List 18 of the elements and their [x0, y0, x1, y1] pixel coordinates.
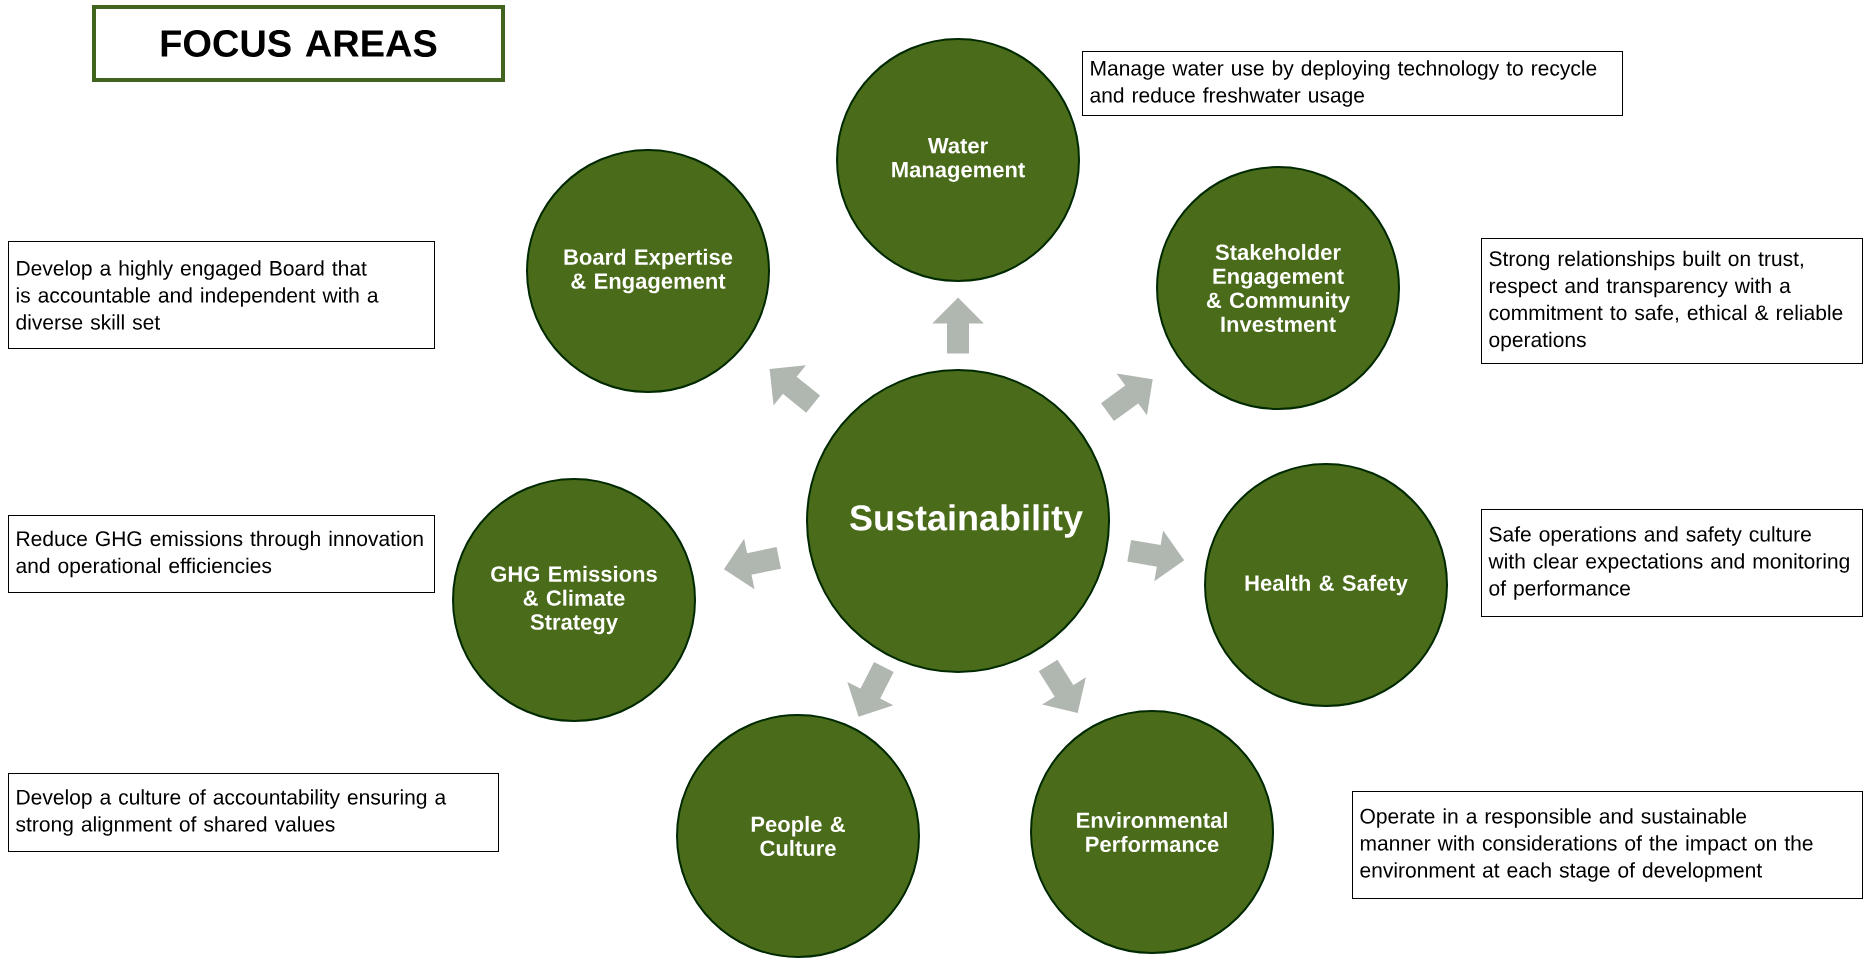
description-box: Strong relationships built on trust, respect and transparency with a commitment to safe, ethical & reliable operations [1481, 238, 1863, 364]
title-box: FOCUS AREAS [92, 5, 505, 82]
description-box: Develop a culture of accountability ensuring a strong alignment of shared values [8, 773, 499, 852]
circle-node: Environmental Performance [1030, 710, 1274, 954]
block-arrow [1038, 659, 1086, 713]
circle-node: Sustainability [806, 369, 1110, 673]
circle-node: Stakeholder Engagement & Community Investment [1156, 166, 1400, 410]
description-box: Manage water use by deploying technology to recycle and reduce freshwater usage [1082, 51, 1623, 116]
circle-node: Water Management [836, 38, 1080, 282]
description-box: Reduce GHG emissions through innovation and operational efficiencies [8, 515, 435, 593]
block-arrow [1101, 373, 1153, 422]
circle-node: GHG Emissions & Climate Strategy [452, 478, 696, 722]
description-box: Safe operations and safety culture with clear expectations and monitoring of performance [1481, 509, 1863, 617]
circle-node: People & Culture [676, 714, 920, 958]
description-box: Develop a highly engaged Board that is accountable and independent with a diverse skill set [8, 241, 435, 349]
circle-node: Health & Safety [1204, 463, 1448, 707]
circle-node: Board Expertise & Engagement [526, 149, 770, 393]
description-box: Operate in a responsible and sustainable manner with considerations of the impact on the environment at each stage of development [1352, 791, 1863, 899]
